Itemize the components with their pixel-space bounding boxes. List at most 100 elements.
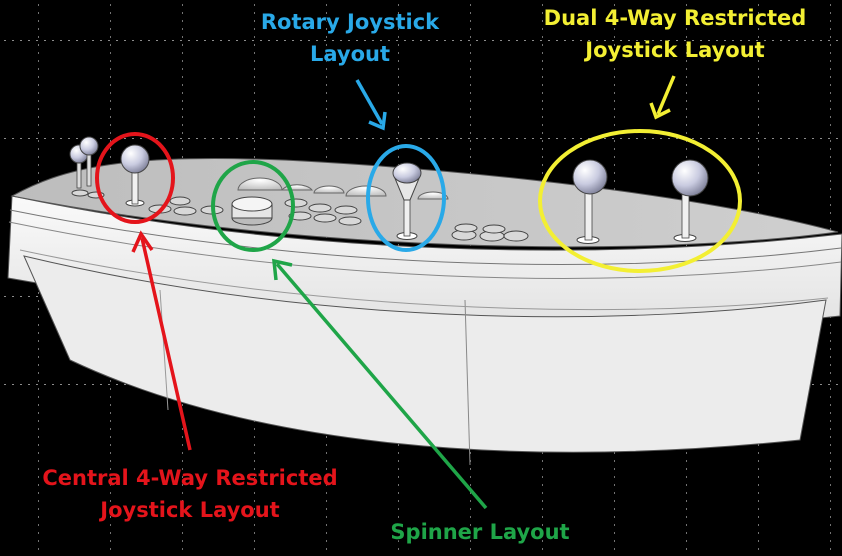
grid-dot <box>436 138 438 139</box>
grid-dot <box>204 138 206 139</box>
grid-dot <box>436 40 438 41</box>
grid-dot <box>620 138 622 139</box>
grid-dot <box>110 12 111 14</box>
grid-dot <box>830 68 831 70</box>
grid-dot <box>470 516 471 518</box>
grid-dot <box>542 132 543 134</box>
grid-dot <box>830 524 831 526</box>
rotary-label-line1: Rotary Joystick <box>260 10 440 34</box>
grid-dot <box>182 92 183 94</box>
grid-dot <box>36 384 38 385</box>
grid-dot <box>182 484 183 486</box>
grid-dot <box>692 40 694 41</box>
rotary-label-line2: Layout <box>309 42 390 66</box>
grid-dot <box>452 138 454 139</box>
grid-dot <box>110 388 111 390</box>
grid-dot <box>758 20 759 22</box>
grid-dot <box>182 404 183 406</box>
grid-dot <box>542 156 543 158</box>
grid-dot <box>628 138 630 139</box>
grid-dot <box>398 116 399 118</box>
grid-dot <box>542 516 543 518</box>
grid-dot <box>614 516 615 518</box>
grid-dot <box>254 44 255 46</box>
grid-dot <box>44 138 46 139</box>
grid-dot <box>110 84 111 86</box>
grid-dot <box>398 20 399 22</box>
grid-dot <box>542 476 543 478</box>
grid-dot <box>182 428 183 430</box>
grid-dot <box>644 138 646 139</box>
grid-dot <box>772 40 774 41</box>
grid-dot <box>828 384 830 385</box>
grid-dot <box>542 68 543 70</box>
grid-dot <box>38 396 39 398</box>
grid-dot <box>716 138 718 139</box>
grid-dot <box>470 12 471 14</box>
grid-dot <box>182 108 183 110</box>
grid-dot <box>614 548 615 550</box>
grid-dot <box>830 356 831 358</box>
grid-dot <box>614 164 615 166</box>
grid-dot <box>830 124 831 126</box>
grid-dot <box>452 40 454 41</box>
grid-dot <box>110 436 111 438</box>
grid-dot <box>110 108 111 110</box>
grid-dot <box>542 92 543 94</box>
grid-dot <box>76 384 78 385</box>
grid-dot <box>110 68 111 70</box>
grid-dot <box>830 12 831 14</box>
grid-dot <box>38 300 39 302</box>
grid-dot <box>60 138 62 139</box>
grid-dot <box>686 108 687 110</box>
arcade-button-icon <box>288 211 312 221</box>
grid-dot <box>758 188 759 190</box>
grid-dot <box>686 36 687 38</box>
grid-dot <box>110 484 111 486</box>
grid-dot <box>182 124 183 126</box>
grid-dot <box>612 40 614 41</box>
grid-dot <box>830 540 831 542</box>
grid-dot <box>364 138 366 139</box>
grid-dot <box>564 40 566 41</box>
grid-dot <box>172 40 174 41</box>
grid-dot <box>110 156 111 158</box>
grid-dot <box>254 108 255 110</box>
grid-dot <box>110 524 111 526</box>
grid-dot <box>830 116 831 118</box>
grid-dot <box>182 84 183 86</box>
grid-dot <box>380 138 382 139</box>
grid-dot <box>292 40 294 41</box>
rotary-highlight-ellipse <box>366 144 446 252</box>
grid-dot <box>652 40 654 41</box>
grid-dot <box>542 548 543 550</box>
grid-dot <box>668 40 670 41</box>
grid-dot <box>276 40 278 41</box>
grid-dot <box>326 500 327 502</box>
grid-dot <box>484 138 486 139</box>
grid-dot <box>326 524 327 526</box>
grid-dot <box>332 138 334 139</box>
grid-dot <box>254 156 255 158</box>
grid-dot <box>492 40 494 41</box>
grid-dot <box>830 60 831 62</box>
grid-dot <box>686 20 687 22</box>
grid-dot <box>300 40 302 41</box>
arcade-button-icon <box>173 206 197 216</box>
grid-dot <box>340 40 342 41</box>
trackball-dome-icon <box>313 185 345 194</box>
grid-dot <box>254 148 255 150</box>
grid-dot <box>614 140 615 142</box>
grid-dot <box>830 36 831 38</box>
grid-dot <box>470 36 471 38</box>
grid-dot <box>830 204 831 206</box>
grid-dot <box>38 148 39 150</box>
grid-dot <box>830 388 831 390</box>
grid-dot <box>398 468 399 470</box>
grid-dot <box>572 138 574 139</box>
grid-dot <box>182 12 183 14</box>
grid-dot <box>830 428 831 430</box>
grid-dot <box>830 516 831 518</box>
grid-dot <box>156 40 158 41</box>
grid-dot <box>812 384 814 385</box>
